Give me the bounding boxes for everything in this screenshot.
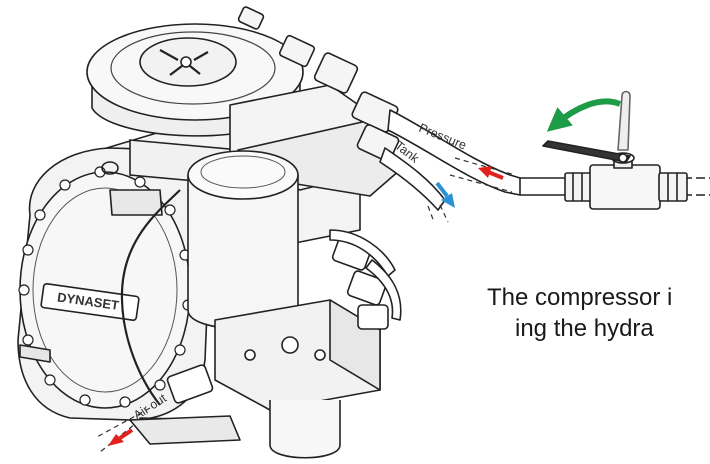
air-out-flow-arrow-icon (108, 428, 134, 446)
valve-block (129, 229, 402, 459)
air-filter (86, 23, 304, 186)
valve-handle (542, 140, 631, 163)
dashed-hose-lines (94, 157, 516, 453)
caption-line-1: The compressor i (487, 284, 673, 311)
bleed-tube (120, 189, 181, 406)
valve-rotation-arrow-icon (546, 98, 622, 132)
logo-plate (40, 283, 140, 321)
tank-flow-arrow-icon (435, 181, 455, 208)
ball-valve (520, 90, 710, 210)
pressure-flow-arrow-icon (478, 166, 504, 180)
oil-filter-canister (187, 150, 299, 330)
caption-line-2: ing the hydra (515, 315, 654, 342)
housing-bolts (18, 166, 194, 408)
